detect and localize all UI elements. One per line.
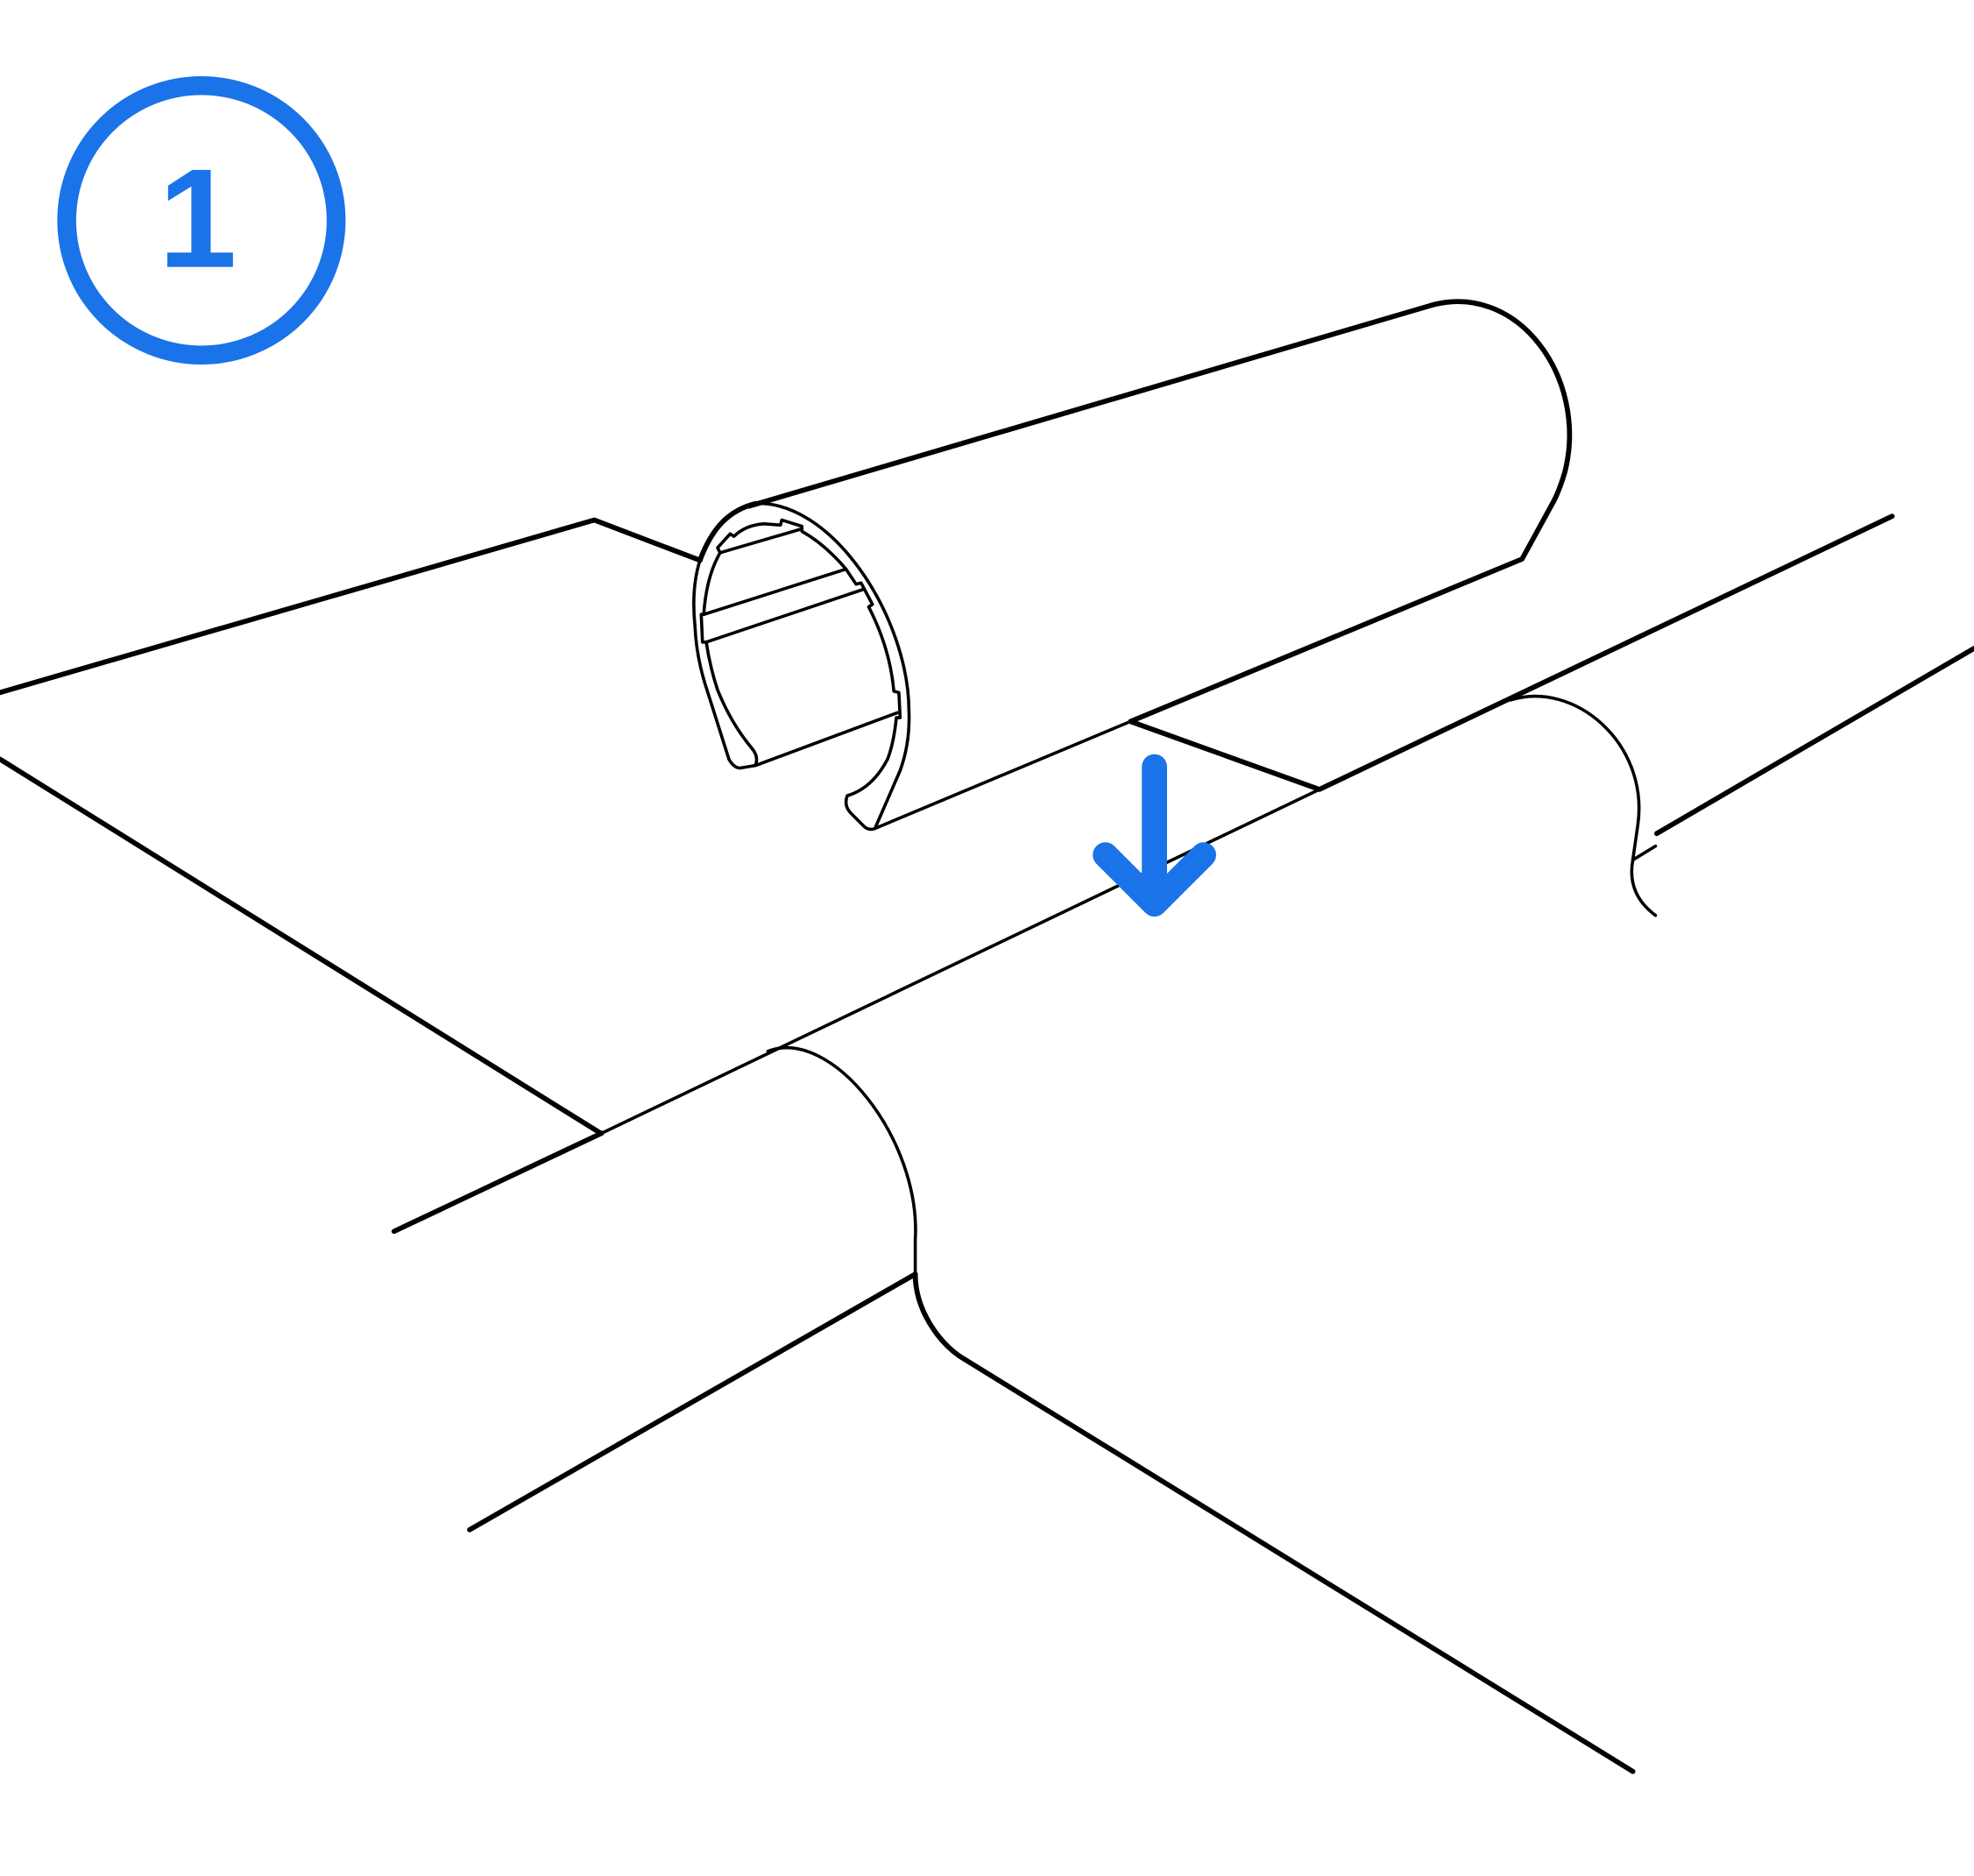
clip-part xyxy=(692,501,911,832)
right-panel xyxy=(1509,646,1974,917)
step-circle xyxy=(57,75,346,365)
roll-cylinder xyxy=(697,299,1895,831)
step-number: 1 xyxy=(159,140,237,298)
lower-roll xyxy=(467,1046,1636,1774)
step-badge: 1 xyxy=(57,75,346,365)
middle-panel xyxy=(391,788,1321,1235)
left-panel xyxy=(0,517,703,1136)
arrow-down-icon xyxy=(1093,754,1217,917)
